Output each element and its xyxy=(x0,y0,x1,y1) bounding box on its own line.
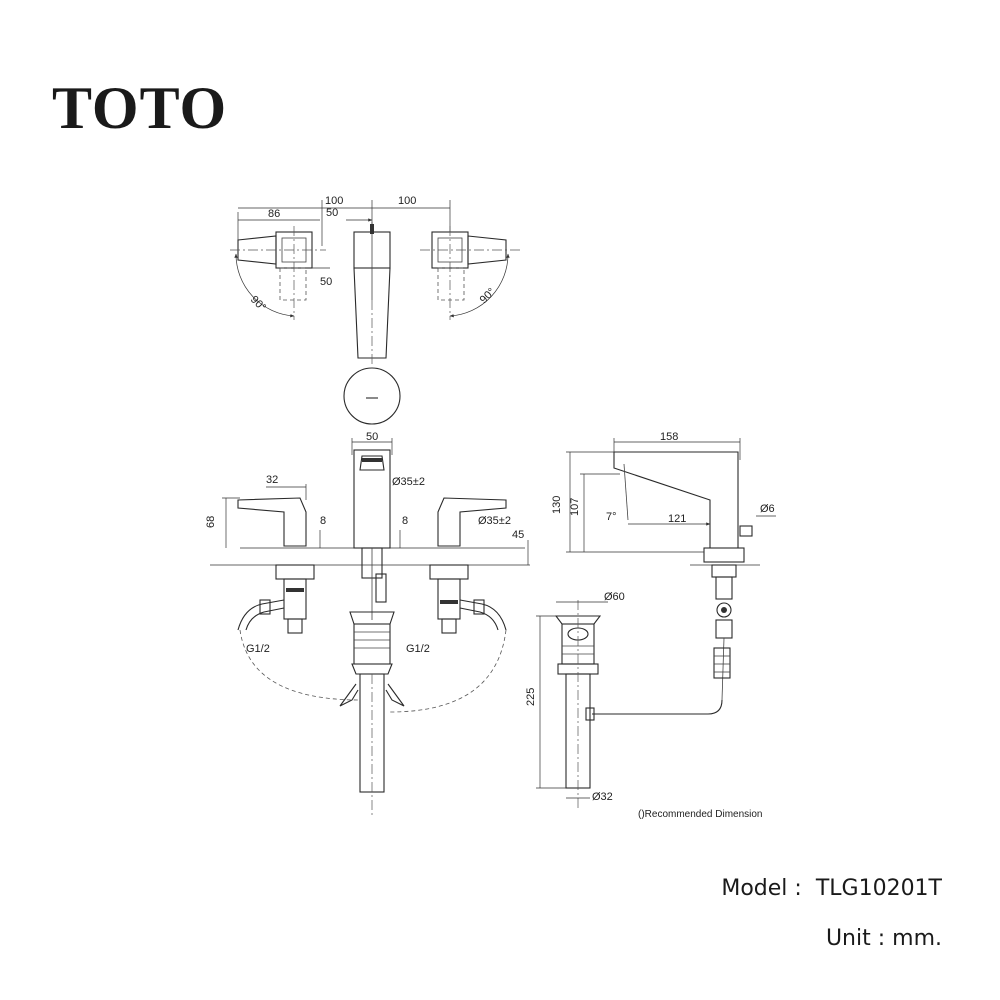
toto-logo: TOTO xyxy=(52,75,228,141)
dim-8-right: 8 xyxy=(402,515,408,527)
dim-158: 158 xyxy=(660,431,678,443)
spout-front xyxy=(353,449,391,549)
dim-45: 45 xyxy=(512,529,524,541)
dim-100-left: 100 xyxy=(325,195,343,207)
dim-130: 130 xyxy=(551,496,563,514)
dim-50-side: 50 xyxy=(320,276,332,288)
dim-86: 86 xyxy=(268,208,280,220)
spout-hole-dim: Ø35±2 xyxy=(392,476,425,488)
drain-len-dim: 225 xyxy=(525,688,537,706)
model-label: Model : xyxy=(721,876,802,901)
handle-hole-dim: Ø35±2 xyxy=(478,515,511,527)
dim-50-top: 50 xyxy=(326,207,338,219)
dim-107: 107 xyxy=(569,498,581,516)
dim-8-left: 8 xyxy=(320,515,326,527)
side-view: 158 130 107 7° 121 Ø6 xyxy=(525,431,776,820)
drain-bottom-dim: Ø32 xyxy=(592,791,613,803)
model-value: TLG10201T xyxy=(815,876,942,901)
drain-top-dim: Ø60 xyxy=(604,591,625,603)
front-view: 50 Ø35±2 32 68 8 8 Ø35±2 45 xyxy=(205,431,530,818)
lift-rod-knob xyxy=(739,525,753,537)
right-valve: G1/2 xyxy=(389,564,507,713)
left-valve: G1/2 xyxy=(237,564,361,701)
dim-32: 32 xyxy=(266,474,278,486)
lift-rod-cable xyxy=(592,699,723,715)
left-handle-front xyxy=(237,497,307,547)
angle-left: 90° xyxy=(248,294,268,314)
top-view: 86 100 100 50 90° 50 90° xyxy=(230,195,520,425)
dim-50-front: 50 xyxy=(366,431,378,443)
dim-121: 121 xyxy=(668,513,686,525)
drain-plug-top xyxy=(343,367,401,425)
conn-right: G1/2 xyxy=(406,643,430,655)
rod-dim: Ø6 xyxy=(760,503,775,515)
recommended-note: ()Recommended Dimension xyxy=(638,809,763,820)
drain-side: Ø60 225 Ø32 xyxy=(525,591,625,808)
spout-side xyxy=(613,451,739,549)
drain-assembly-front xyxy=(339,611,405,818)
angle-right: 90° xyxy=(478,286,498,306)
unit-line: Unit : mm. xyxy=(825,926,942,951)
model-line: Model : TLG10201T xyxy=(721,876,942,901)
conn-left: G1/2 xyxy=(246,643,270,655)
dim-68: 68 xyxy=(205,516,217,528)
right-handle-front xyxy=(437,497,507,547)
angle-7: 7° xyxy=(606,511,617,523)
dim-100-right: 100 xyxy=(398,195,416,207)
